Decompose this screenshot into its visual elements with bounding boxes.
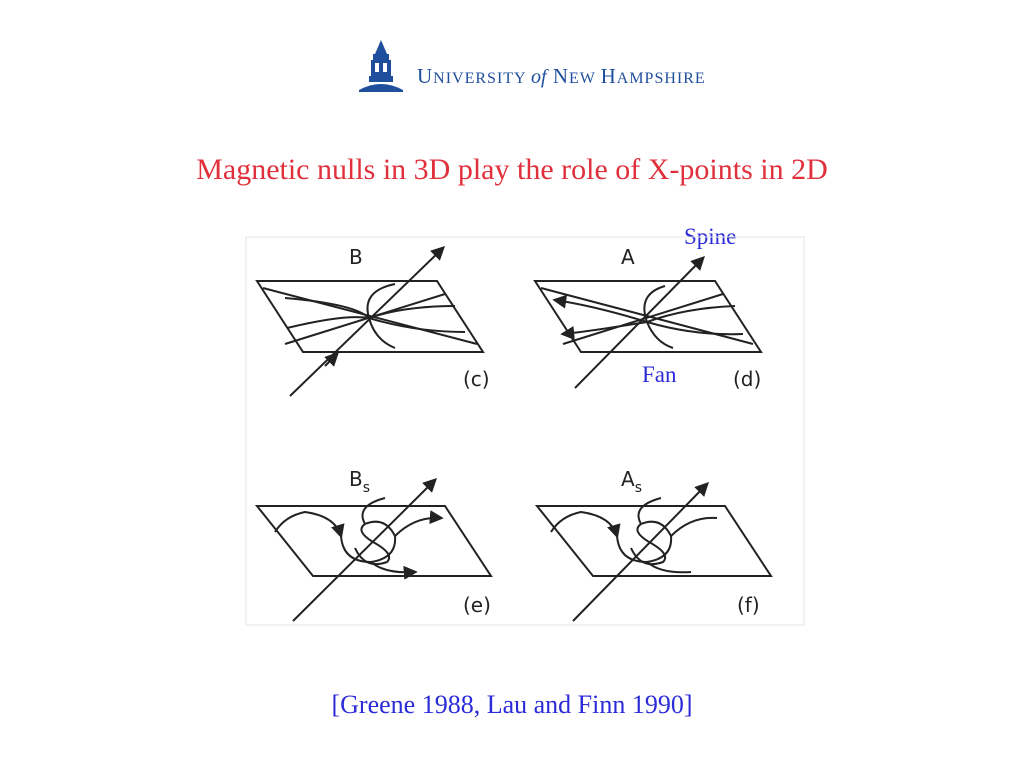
magnetic-null-figure: B (c) A (d) Bs (e) As (f) (245, 236, 805, 626)
panel-label-e: Bs (349, 467, 370, 496)
panel-label-f: As (621, 467, 642, 496)
spine-line-f (572, 481, 709, 622)
panel-tag-c: (c) (463, 367, 490, 391)
fan-plane-e (254, 505, 493, 577)
panel-f (534, 481, 773, 622)
panel-tag-e: (e) (463, 593, 491, 617)
university-logo: UNIVERSITY of NEW HAMPSHIRE (355, 38, 755, 94)
university-name: UNIVERSITY of NEW HAMPSHIRE (417, 64, 706, 88)
fan-plane-f (534, 505, 773, 577)
panel-label-c: B (349, 245, 363, 269)
spine-line-e (292, 478, 437, 622)
thompson-hall-tower-icon (359, 40, 403, 92)
panel-d (533, 256, 763, 389)
slide-title: Magnetic nulls in 3D play the role of X-… (196, 153, 828, 186)
fan-annotation: Fan (642, 362, 677, 387)
panel-tag-d: (d) (733, 367, 761, 391)
spine-line-c (289, 246, 446, 397)
panel-e (254, 478, 493, 622)
citation: [Greene 1988, Lau and Finn 1990] (331, 690, 693, 719)
panel-c (255, 246, 485, 397)
panel-label-d: A (621, 245, 635, 269)
panel-tag-f: (f) (737, 593, 760, 617)
